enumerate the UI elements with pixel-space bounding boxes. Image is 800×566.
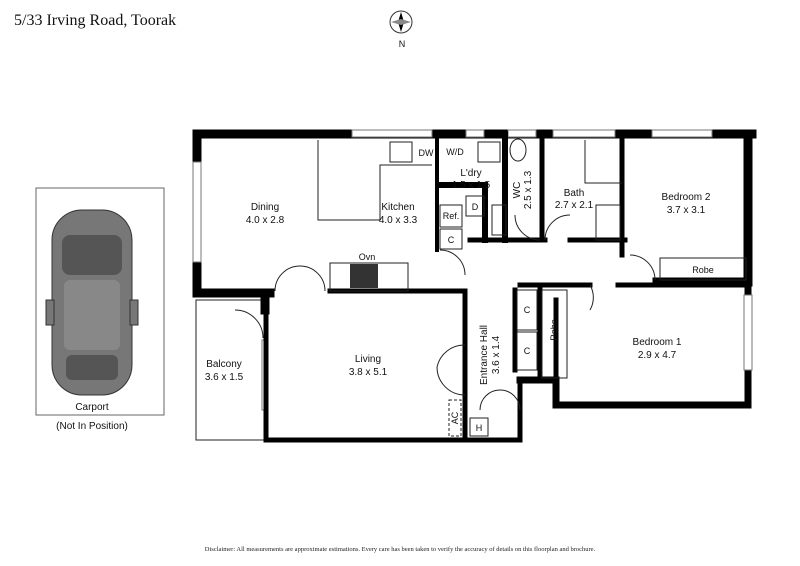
entrance-size: 3.6 x 1.4 <box>491 335 502 374</box>
oven-label: Ovn <box>359 252 376 262</box>
laundry-name: L'dry <box>460 168 481 179</box>
window <box>743 294 753 371</box>
robe-label-bedroom2: Robe <box>692 265 714 275</box>
dining-size: 4.0 x 2.8 <box>246 215 285 226</box>
balcony-outline <box>195 299 265 441</box>
carport-note: (Not In Position) <box>56 421 128 432</box>
window <box>465 129 485 138</box>
kitchen-bench <box>317 140 432 221</box>
fridge-label: Ref. <box>443 211 460 221</box>
sink-icon <box>389 141 413 163</box>
laundry-size: 1.5 x 1.5 <box>452 180 491 191</box>
carport-label: Carport <box>75 402 109 413</box>
toilet-icon <box>509 138 527 162</box>
dishwasher-label: DW <box>419 148 434 158</box>
ac-label: AC <box>450 411 460 424</box>
cooktop-icon <box>350 264 378 288</box>
car-icon <box>45 209 139 396</box>
kitchen-name: Kitchen <box>381 202 414 213</box>
wc-name: WC <box>512 182 523 199</box>
washer-dryer-label: W/D <box>446 147 464 157</box>
cupboard-label: C <box>448 235 455 245</box>
window <box>552 129 616 138</box>
bath-size: 2.7 x 2.1 <box>555 200 594 211</box>
kitchen-bench-lower <box>329 262 409 292</box>
wc-size: 2.5 x 1.3 <box>523 170 534 209</box>
window <box>192 161 202 263</box>
interior-walls <box>327 131 751 443</box>
dryer-label: D <box>472 202 479 212</box>
bedroom1-size: 2.9 x 4.7 <box>638 350 677 361</box>
entrance-name: Entrance Hall <box>479 325 490 385</box>
balcony-name: Balcony <box>206 359 242 370</box>
bath-vanity-icon <box>595 204 621 241</box>
window <box>507 129 537 138</box>
door-swings <box>234 214 656 411</box>
vanity-icon <box>491 204 507 236</box>
carport: Carport <box>35 187 165 416</box>
bedroom1-name: Bedroom 1 <box>633 337 682 348</box>
disclaimer: Disclaimer: All measurements are approxi… <box>204 546 596 553</box>
property-address-title: 5/33 Irving Road, Toorak <box>14 12 177 29</box>
compass-icon: N <box>389 10 413 49</box>
kitchen-size: 4.0 x 3.3 <box>379 215 418 226</box>
window <box>651 129 713 138</box>
dining-name: Dining <box>251 202 279 213</box>
cupboard-label: C <box>524 346 531 356</box>
heater-label: H <box>476 423 483 433</box>
laundry-trough-icon <box>477 141 501 163</box>
living-name: Living <box>355 354 381 365</box>
balcony-size: 3.6 x 1.5 <box>205 372 244 383</box>
cupboard-label: C <box>524 305 531 315</box>
bath-name: Bath <box>564 188 585 199</box>
living-size: 3.8 x 5.1 <box>349 367 388 378</box>
shower-screen <box>584 140 622 184</box>
robe-label-bedroom1: Robe <box>549 319 559 341</box>
compass-north-label: N <box>399 39 406 49</box>
bedroom2-name: Bedroom 2 <box>662 192 711 203</box>
window <box>351 129 433 138</box>
bedroom2-size: 3.7 x 3.1 <box>667 205 706 216</box>
